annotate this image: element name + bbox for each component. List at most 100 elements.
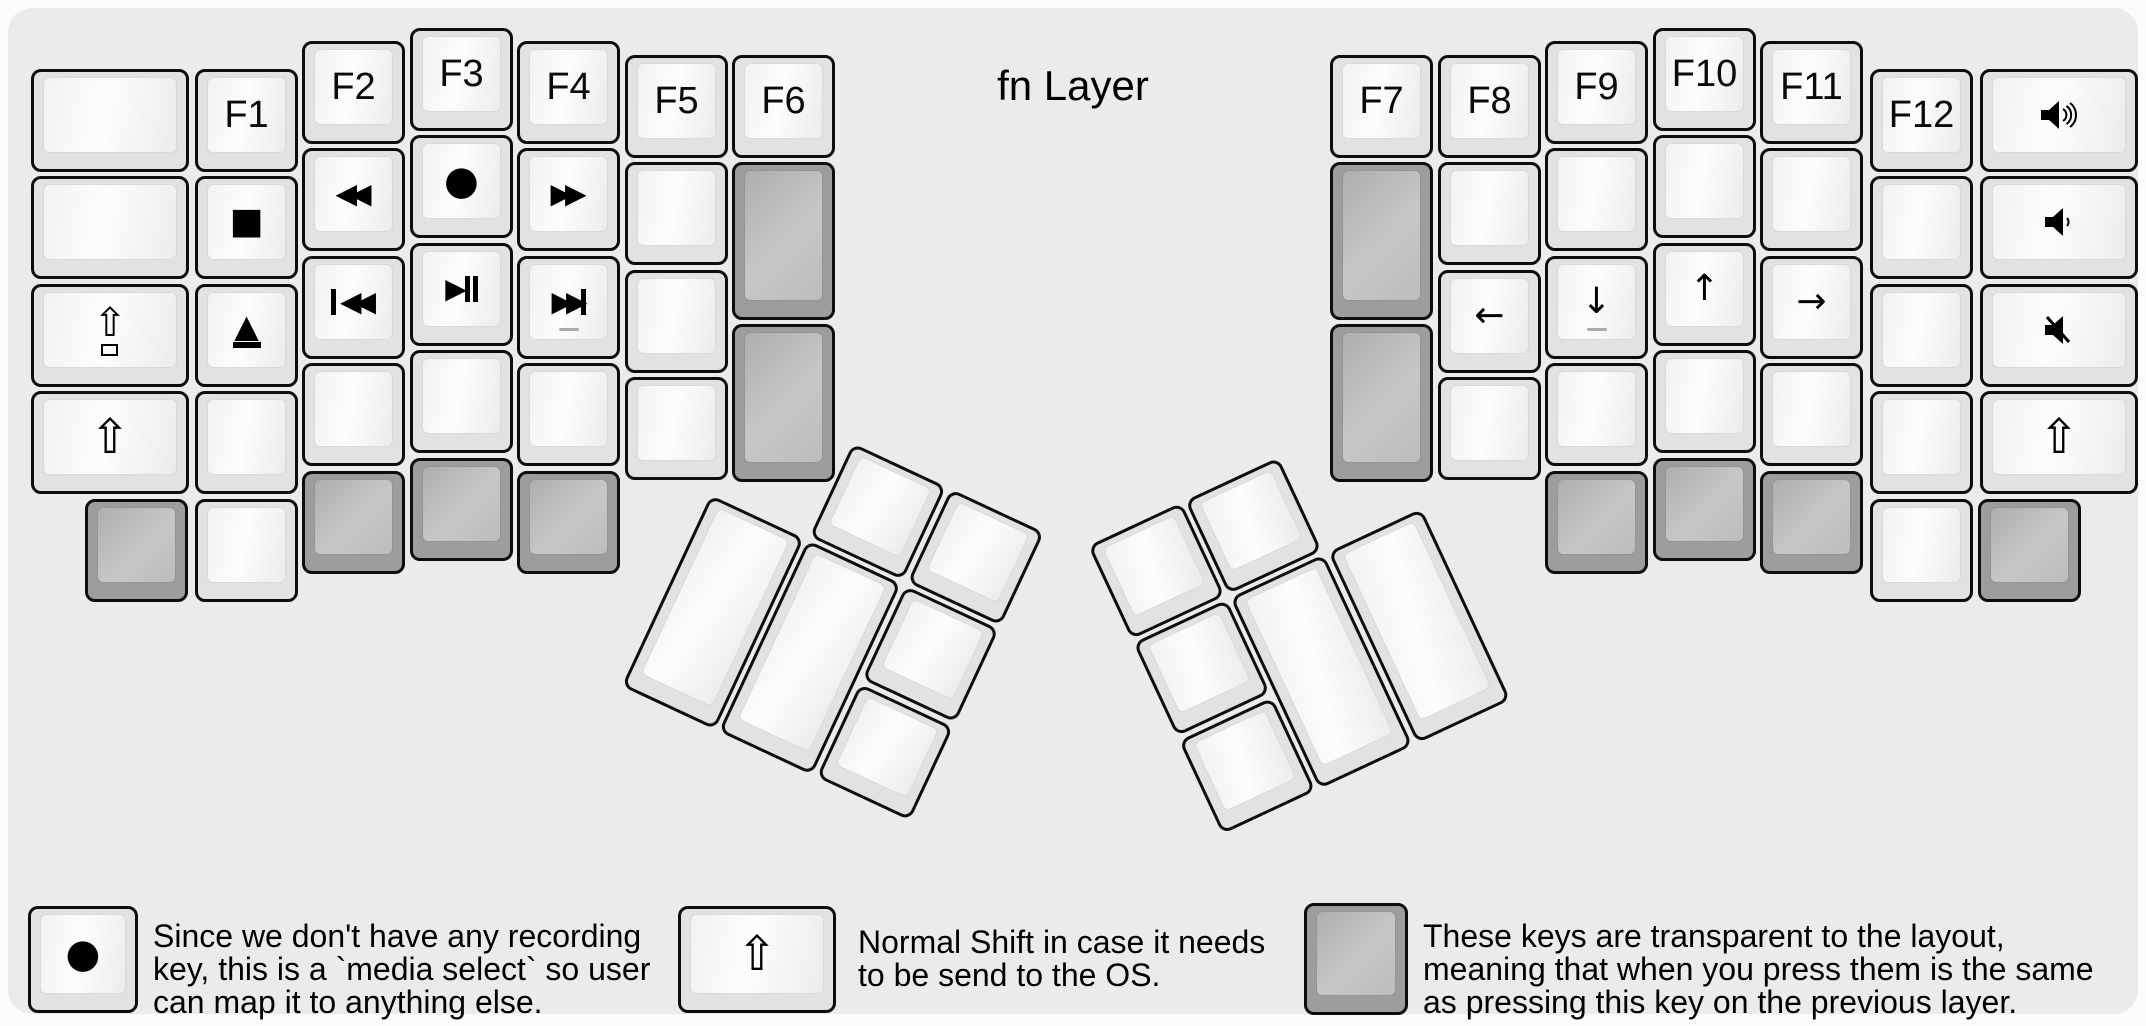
key-blank[interactable] [1653,350,1756,453]
keycap [637,170,716,246]
legend-sample-key-transparent [1304,903,1408,1015]
key-transparent[interactable] [1330,162,1433,320]
key-blank[interactable] [1870,176,1973,279]
key-transparent[interactable] [1978,499,2081,602]
fast-forward-icon: ▶▶ [550,177,586,210]
keycap [1772,371,1851,447]
key-blank[interactable] [1760,363,1863,466]
key-mute[interactable] [1980,284,2138,387]
arrow-up-icon: ↑ [1689,268,1720,309]
arrow-left-icon: ← [1474,295,1505,336]
key-blank[interactable] [1870,284,1973,387]
keycap: ■ [207,184,286,260]
keycap [835,696,940,799]
keycap [828,455,933,558]
key-arrow-right[interactable]: → [1760,256,1863,359]
key-next-track[interactable]: ▶▶ [517,256,620,359]
key-transparent[interactable] [302,471,405,574]
key-blank[interactable] [1870,391,1973,494]
key-f2[interactable]: F2 [302,41,405,144]
key-blank[interactable] [625,377,728,480]
key-eject[interactable]: ▲ [195,284,298,387]
keycap [1665,143,1744,219]
key-transparent[interactable] [732,324,835,482]
key-blank[interactable] [195,499,298,602]
keycap [1450,385,1529,461]
keycap [1557,479,1636,555]
key-label: F7 [1359,79,1404,122]
key-f11[interactable]: F11 [1760,41,1863,144]
key-arrow-up[interactable]: ↑ [1653,243,1756,346]
key-transparent[interactable] [410,458,513,561]
shift-icon: ⇧ [89,409,131,465]
keycap [1199,469,1303,572]
arrow-down-icon: ↓ [1581,281,1612,322]
key-blank[interactable] [195,391,298,494]
keycap [1882,184,1961,260]
key-arrow-down[interactable]: ↓ [1545,256,1648,359]
key-f6[interactable]: F6 [732,55,835,158]
keycap [881,598,985,701]
keycap: F7 [1342,63,1421,139]
key-f3[interactable]: F3 [410,28,513,131]
key-shift[interactable]: ⇧ [31,391,189,494]
key-blank[interactable] [1653,135,1756,238]
key-record[interactable]: ● [410,135,513,238]
key-transparent[interactable] [517,471,620,574]
key-blank[interactable] [625,162,728,265]
key-fast-forward[interactable]: ▶▶ [517,148,620,251]
key-blank[interactable] [1870,499,1973,602]
key-transparent[interactable] [1653,458,1756,561]
key-blank[interactable] [410,350,513,453]
keycap [1882,292,1961,368]
keycap [1342,170,1421,301]
key-transparent[interactable] [1330,324,1433,482]
key-blank[interactable] [31,176,189,279]
keycap [1992,77,2126,153]
key-blank[interactable] [1545,148,1648,251]
key-volume-down[interactable] [1980,176,2138,279]
key-shift[interactable]: ⇧ [1980,391,2138,494]
key-label: F11 [1780,65,1843,108]
key-f12[interactable]: F12 [1870,69,1973,172]
keycap [314,479,393,555]
key-blank[interactable] [1438,377,1541,480]
key-transparent[interactable] [732,162,835,320]
key-f9[interactable]: F9 [1545,41,1648,144]
key-play-pause[interactable]: ▶ [410,243,513,346]
key-transparent[interactable] [1760,471,1863,574]
key-blank[interactable] [1760,148,1863,251]
key-blank[interactable] [1438,162,1541,265]
key-transparent[interactable] [85,499,188,602]
key-f5[interactable]: F5 [625,55,728,158]
key-prev-track[interactable]: ◀◀ [302,256,405,359]
keycap: ← [1450,278,1529,354]
key-blank[interactable] [517,363,620,466]
key-arrow-left[interactable]: ← [1438,270,1541,373]
key-blank[interactable] [31,69,189,172]
key-blank[interactable] [302,363,405,466]
keycap: → [1772,264,1851,340]
key-stop[interactable]: ■ [195,176,298,279]
key-blank[interactable] [625,270,728,373]
keycap: F5 [637,63,716,139]
key-f10[interactable]: F10 [1653,28,1756,131]
key-volume-up[interactable] [1980,69,2138,172]
key-f1[interactable]: F1 [195,69,298,172]
key-caps-lock[interactable]: ⇧ [31,284,189,387]
key-rewind[interactable]: ◀◀ [302,148,405,251]
keycap: ◀◀ [314,156,393,232]
key-f7[interactable]: F7 [1330,55,1433,158]
keycap [529,371,608,447]
keycap: F10 [1665,36,1744,112]
key-f4[interactable]: F4 [517,41,620,144]
keycap: ● [422,143,501,219]
previous-track-icon: ◀◀ [330,288,376,316]
key-f8[interactable]: F8 [1438,55,1541,158]
keycap [1992,292,2126,368]
mute-icon [2045,316,2071,344]
keycap: ↓ [1557,264,1636,340]
key-transparent[interactable] [1545,471,1648,574]
key-blank[interactable] [1545,363,1648,466]
key-label: F3 [439,52,484,95]
